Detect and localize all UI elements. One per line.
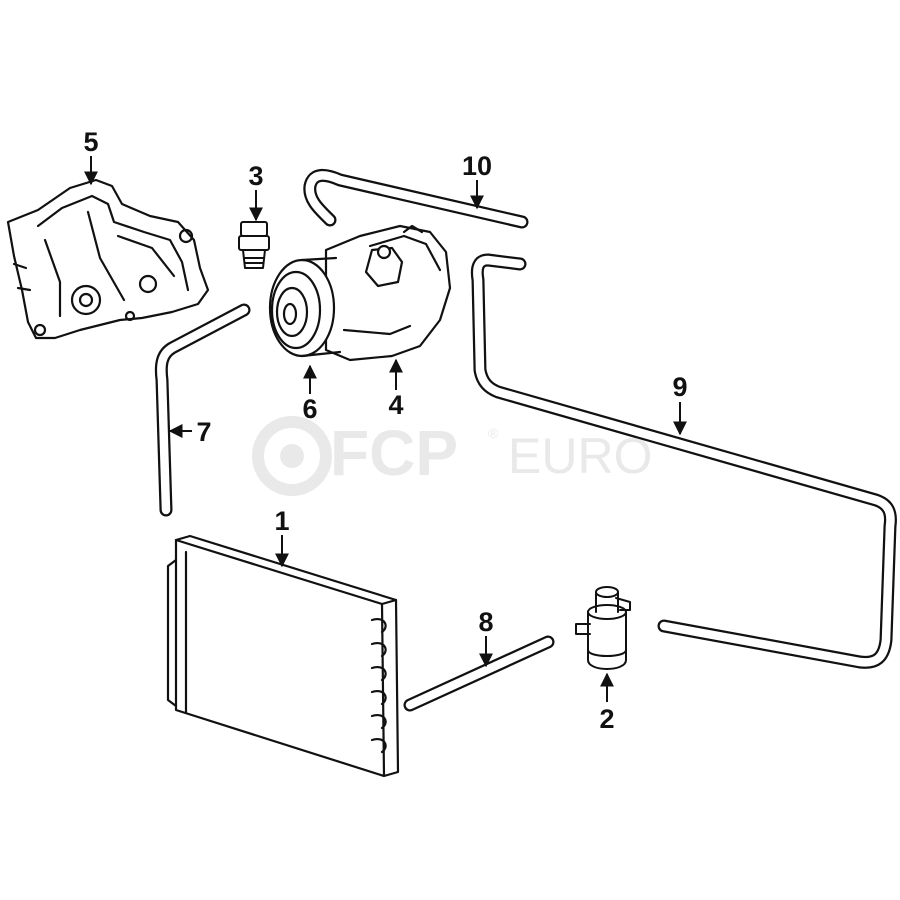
callout-9: 9: [672, 372, 687, 402]
watermark-brand-left: FCP: [330, 417, 458, 489]
fcp-euro-watermark: FCP ® EURO: [252, 416, 652, 496]
part-7-hose[interactable]: [154, 303, 251, 517]
callout-3: 3: [248, 161, 263, 191]
callout-5: 5: [83, 127, 98, 157]
callout-8: 8: [478, 607, 493, 637]
callout-2: 2: [599, 704, 614, 734]
watermark-registered: ®: [488, 425, 499, 441]
part-3-pressure-valve[interactable]: [238, 221, 270, 269]
leader-lines: [84, 156, 687, 702]
part-2-receiver-drier[interactable]: [575, 586, 631, 670]
callout-4: 4: [388, 390, 403, 420]
part-8-hose[interactable]: [403, 635, 555, 712]
watermark-brand-right: EURO: [508, 428, 652, 484]
part-10-hose[interactable]: [303, 169, 529, 229]
part-6-clutch-pulley[interactable]: [268, 256, 342, 358]
part-1-condenser[interactable]: [166, 534, 400, 778]
part-4-compressor[interactable]: [324, 224, 452, 362]
part-5-compressor-bracket[interactable]: [6, 178, 210, 340]
callout-6: 6: [302, 394, 317, 424]
callout-1: 1: [274, 506, 289, 536]
part-9-hose[interactable]: [470, 253, 897, 669]
callout-7: 7: [196, 417, 211, 447]
callout-10: 10: [462, 151, 492, 181]
